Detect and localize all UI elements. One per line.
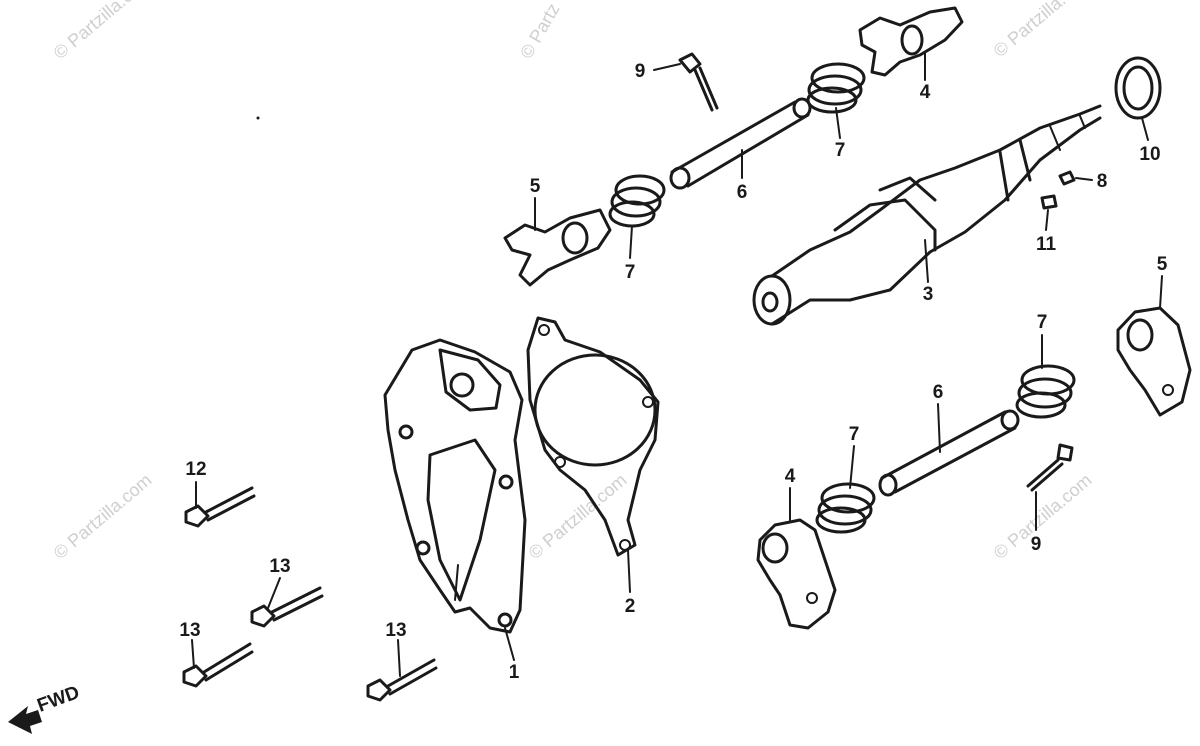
watermark: © Partzilla.com	[50, 0, 156, 63]
part-bolt-13-center[interactable]	[366, 658, 438, 702]
callout-9: 9	[1031, 534, 1042, 555]
part-spring-right[interactable]	[1015, 364, 1076, 419]
stray-dot	[256, 116, 260, 120]
part-gasket[interactable]	[526, 316, 660, 557]
part-dowel[interactable]	[1040, 194, 1058, 210]
callout-7: 7	[625, 262, 636, 283]
callout-9: 9	[635, 61, 646, 82]
callout-10: 10	[1139, 144, 1160, 165]
callout-8: 8	[1097, 171, 1108, 192]
watermark: © Partzilla.com	[990, 470, 1096, 563]
callout-4: 4	[785, 466, 796, 487]
part-bolt-13-upper[interactable]	[250, 586, 324, 628]
callout-11: 11	[1036, 234, 1057, 255]
fwd-arrow-icon	[8, 706, 42, 734]
callout-2: 2	[625, 596, 636, 617]
callout-13: 13	[385, 620, 406, 641]
leader-lines	[191, 51, 1163, 677]
part-cover[interactable]	[383, 338, 527, 634]
callout-5: 5	[530, 176, 541, 197]
part-spring-top[interactable]	[806, 62, 866, 114]
fwd-label: FWD	[35, 682, 83, 717]
watermark: © Partzilla.com	[50, 470, 156, 563]
callout-12: 12	[185, 459, 206, 480]
part-spring-bottom[interactable]	[815, 482, 876, 534]
part-fork-bottom[interactable]	[756, 518, 837, 630]
part-fork-top[interactable]	[858, 6, 964, 77]
part-shaft-top[interactable]	[669, 97, 812, 190]
callout-1: 1	[509, 662, 520, 683]
callout-7: 7	[1037, 312, 1048, 333]
part-fork-right[interactable]	[1116, 306, 1192, 417]
part-camshaft[interactable]	[752, 104, 1102, 326]
part-pin[interactable]	[1058, 170, 1076, 186]
callout-7: 7	[849, 424, 860, 445]
part-shaft-bottom[interactable]	[878, 409, 1020, 497]
part-washer[interactable]	[1114, 56, 1162, 120]
callout-6: 6	[737, 182, 748, 203]
part-bolt-top[interactable]	[678, 52, 719, 112]
part-fork-left[interactable]	[503, 208, 612, 287]
part-spring-left[interactable]	[608, 174, 666, 228]
callout-3: 3	[923, 284, 934, 305]
callout-13: 13	[269, 556, 290, 577]
watermark: © Partzilla.com	[990, 0, 1096, 61]
callout-6: 6	[933, 382, 944, 403]
callout-7: 7	[835, 140, 846, 161]
watermark: © Partz	[516, 0, 563, 62]
callout-13: 13	[179, 620, 200, 641]
callout-4: 4	[920, 82, 931, 103]
part-bolt-right[interactable]	[1026, 443, 1074, 492]
callout-5: 5	[1157, 254, 1168, 275]
